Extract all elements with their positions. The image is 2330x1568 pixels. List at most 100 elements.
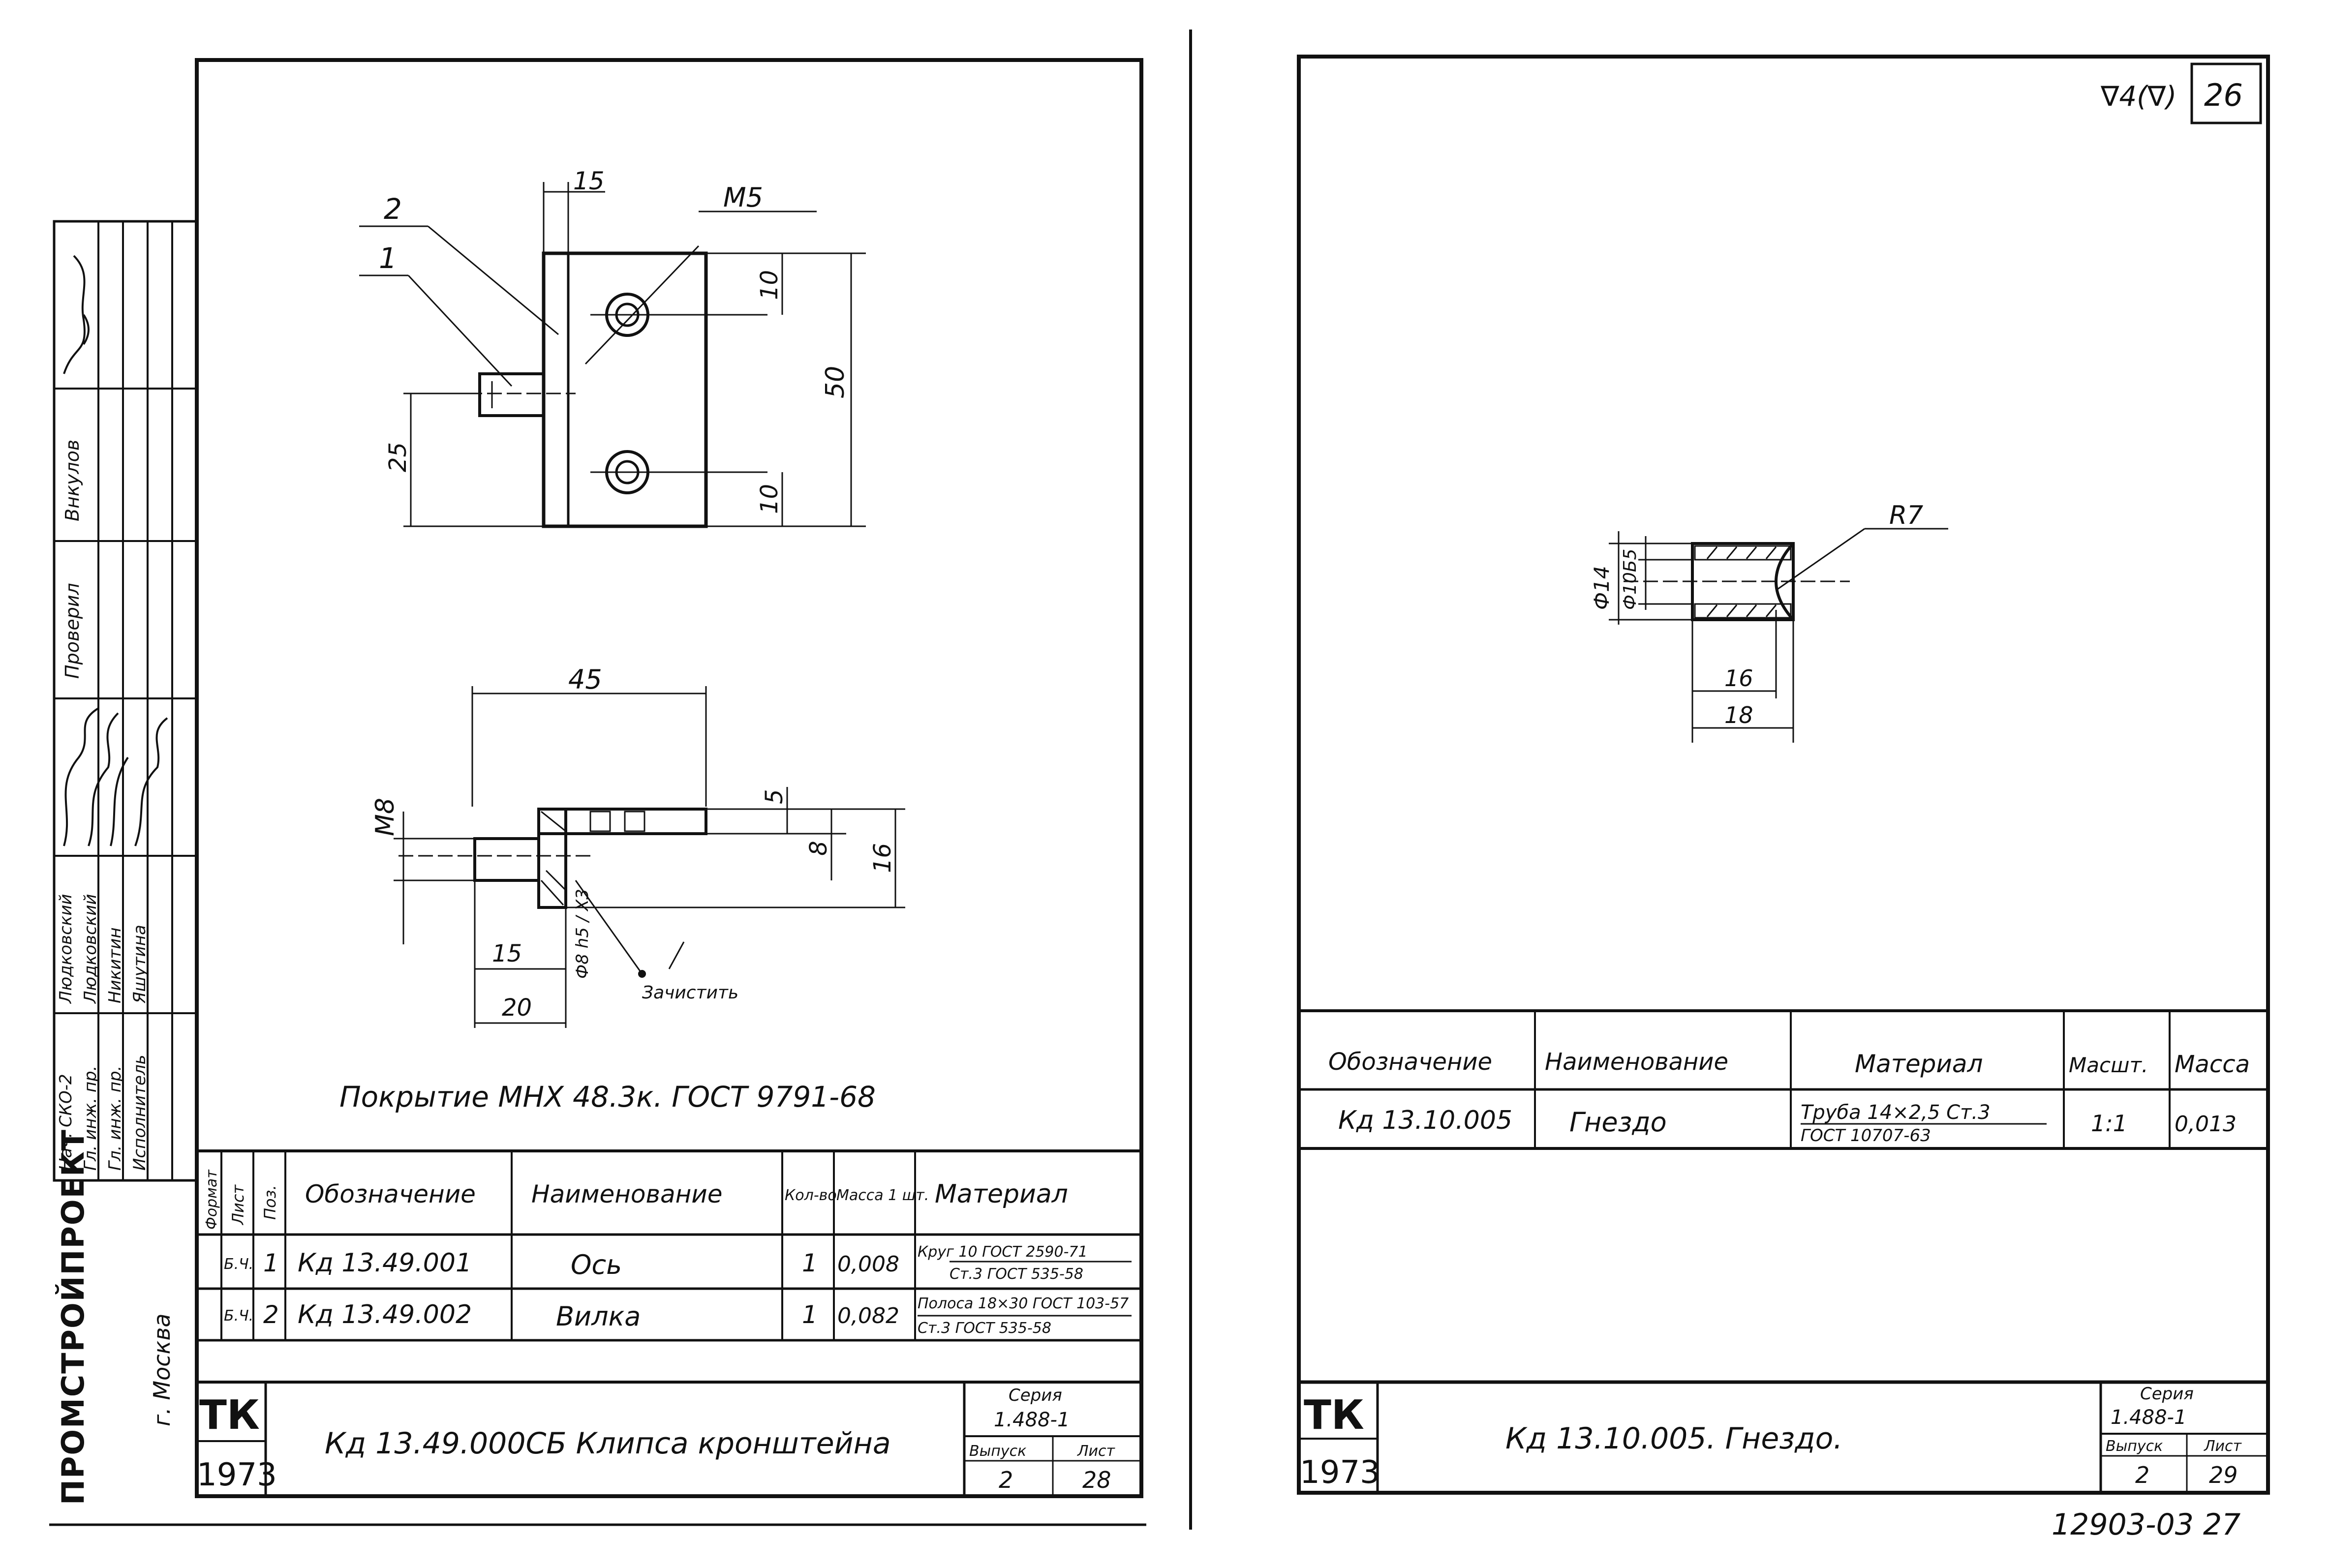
left-title-stamp: ТК 1973 Кд 13.49.000СБ Клипса кронштейна…	[197, 1382, 1141, 1496]
right-stamp-title: Кд 13.10.005. Гнездо.	[1505, 1421, 1842, 1456]
approval-checked-role: Проверил	[61, 583, 83, 679]
left-stamp-series: 1.488-1	[994, 1409, 1070, 1431]
part-table: Обозначение Наименование Материал Масшт.…	[1299, 1009, 2268, 1150]
spec-header-qty: Кол-во	[785, 1187, 837, 1204]
spec-table: Формат Лист Поз. Обозначение Наименовани…	[197, 1149, 1141, 1384]
dim-m5: M5	[723, 182, 763, 213]
dim-16: 16	[869, 843, 896, 873]
table-header-scale: Масшт.	[2069, 1053, 2148, 1077]
spec-row-2-sheet: Б.Ч.	[224, 1307, 253, 1325]
dim-8: 8	[805, 841, 832, 856]
table-row-designation: Кд 13.10.005	[1338, 1106, 1512, 1135]
dim-top-15: 15	[573, 167, 605, 195]
signature-4	[110, 756, 129, 846]
dim-r7: R7	[1889, 501, 1923, 530]
part-1-leader: 1	[379, 241, 397, 275]
signature-1	[63, 255, 90, 374]
spec-header-designation: Обозначение	[305, 1180, 476, 1208]
dim-5: 5	[761, 789, 788, 804]
right-title-stamp: ТК 1973 Кд 13.10.005. Гнездо. Серия 1.48…	[1299, 1380, 2268, 1493]
signature-5	[134, 717, 168, 846]
spec-header-pos: Поз.	[261, 1185, 279, 1220]
dim-10-bottom: 10	[756, 484, 783, 514]
right-stamp-issue-label: Выпуск	[2106, 1438, 2163, 1455]
approval-checked-name: Внкулов	[61, 440, 83, 521]
spec-row-1-material-b: Ст.3 ГОСТ 535-58	[950, 1266, 1083, 1283]
spec-row-2-material-b: Ст.3 ГОСТ 535-58	[918, 1320, 1051, 1337]
table-row-scale: 1:1	[2091, 1110, 2127, 1137]
left-stamp-year: 1973	[197, 1457, 277, 1493]
spec-row-1-mass: 0,008	[837, 1252, 899, 1277]
table-row-mass: 0,013	[2175, 1112, 2237, 1137]
spec-row-2-name: Вилка	[556, 1301, 641, 1332]
spec-header-sheet: Лист	[229, 1184, 247, 1225]
nest-view: Ф14 Ф10Б5 16 18 R7	[1590, 501, 1948, 743]
dim-45: 45	[568, 664, 602, 695]
signature-2	[63, 707, 99, 846]
org-name: ПРОМСТРОЙПРОЕКТ	[55, 1129, 91, 1505]
roughness-mark: ∇4(∇)	[2100, 81, 2177, 113]
table-header-designation: Обозначение	[1328, 1048, 1492, 1076]
dim-20: 20	[502, 994, 532, 1022]
spec-row-2-material-a: Полоса 18×30 ГОСТ 103-57	[918, 1295, 1129, 1312]
spec-row-2-designation: Кд 13.49.002	[298, 1300, 472, 1329]
table-header-name: Наименование	[1545, 1048, 1728, 1076]
left-stamp-series-label: Серия	[1009, 1386, 1062, 1405]
right-stamp-year: 1973	[1300, 1454, 1380, 1491]
spec-row-2-mass: 0,082	[837, 1303, 899, 1328]
signature-3	[88, 712, 119, 846]
dim-phi14: Ф14	[1590, 566, 1614, 610]
approval-role-1: Нач. СКО-2	[56, 1074, 76, 1171]
dim-10-top: 10	[756, 270, 783, 300]
approval-name-3: Никитин	[105, 928, 125, 1003]
table-row-material-b: ГОСТ 10707-63	[1801, 1126, 1931, 1146]
spec-header-format: Формат	[203, 1169, 220, 1230]
right-stamp-series-label: Серия	[2140, 1384, 2194, 1404]
dim-50: 50	[821, 366, 850, 398]
approval-role-2: Гл. инж. пр.	[81, 1066, 100, 1171]
table-header-material: Материал	[1855, 1050, 1983, 1078]
left-stamp-issue: 2	[999, 1467, 1013, 1493]
spec-header-material: Материал	[935, 1179, 1068, 1209]
coating-note: Покрытие МНХ 48.3к. ГОСТ 9791-68	[339, 1080, 876, 1114]
right-stamp-issue: 2	[2135, 1462, 2149, 1488]
spec-header-name: Наименование	[531, 1180, 723, 1208]
right-stamp-sheet: 29	[2209, 1462, 2238, 1488]
approval-name-2: Людковский	[81, 894, 100, 1005]
nest-dim-18: 18	[1724, 702, 1753, 728]
approval-name-1: Людковский	[56, 894, 76, 1005]
dim-25: 25	[384, 442, 412, 472]
right-sheet: ∇4(∇) 26 Ф14 Ф10Б5 16 18	[1297, 55, 2270, 1542]
dim-phi: Ф8 h5 / X3	[573, 889, 592, 979]
spec-row-2-qty: 1	[802, 1300, 818, 1329]
right-stamp-sheet-label: Лист	[2204, 1438, 2242, 1455]
table-row-material-a: Труба 14×2,5 Ст.3	[1801, 1101, 1991, 1124]
org-city: г. Москва	[149, 1313, 175, 1426]
spec-row-1-material-a: Круг 10 ГОСТ 2590-71	[918, 1243, 1088, 1261]
top-view: 15 M5 50 10 10 25 2 1	[359, 167, 866, 528]
right-frame	[1297, 55, 2270, 1495]
right-stamp-series: 1.488-1	[2111, 1406, 2186, 1429]
spec-row-1-pos: 1	[263, 1249, 279, 1277]
approval-sidebar: Проверил Внкулов Нач. СКО-2 Гл. инж. пр.…	[53, 220, 198, 1505]
approval-role-4: Исполнитель	[130, 1055, 150, 1171]
spec-row-1-qty: 1	[802, 1249, 818, 1277]
left-stamp-title: Кд 13.49.000СБ Клипса кронштейна	[325, 1426, 891, 1461]
nest-dim-16: 16	[1724, 665, 1753, 692]
spec-row-1-sheet: Б.Ч.	[224, 1256, 253, 1273]
right-stamp-tk: ТК	[1304, 1392, 1364, 1439]
left-sheet: Проверил Внкулов Нач. СКО-2 Гл. инж. пр.…	[49, 30, 1192, 1530]
footer-number: 12903-03 27	[2052, 1508, 2240, 1542]
left-stamp-issue-label: Выпуск	[969, 1443, 1026, 1460]
dim-15-lower: 15	[492, 940, 522, 967]
spec-row-2-pos: 2	[263, 1300, 279, 1329]
left-stamp-sheet-label: Лист	[1077, 1443, 1116, 1460]
spec-row-1-designation: Кд 13.49.001	[298, 1248, 472, 1278]
approval-name-4: Яшутина	[130, 925, 150, 1004]
side-view: 45 M8 5 8 16 15 20 Ф8 h5 / X3 Зачистить	[339, 664, 905, 1114]
spec-header-mass: Масса 1 шт.	[836, 1187, 929, 1204]
spec-row-1-name: Ось	[571, 1249, 622, 1280]
left-stamp-tk: ТК	[199, 1392, 260, 1439]
approval-role-3: Гл. инж. пр.	[105, 1066, 125, 1171]
